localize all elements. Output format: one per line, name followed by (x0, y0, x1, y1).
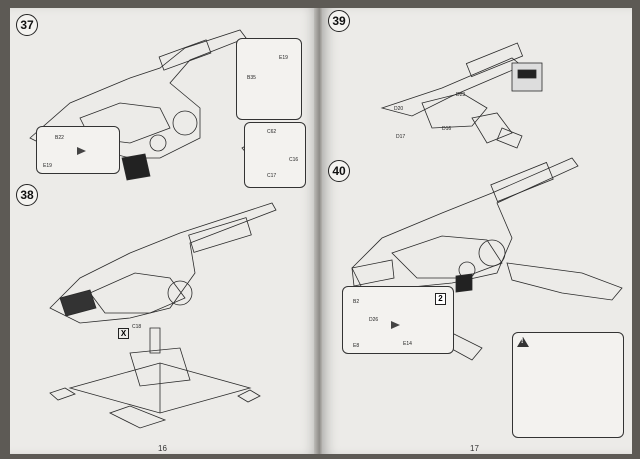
part-label: D26 (369, 317, 379, 323)
part-label: B2 (353, 299, 360, 305)
part-label: C18 (132, 324, 142, 330)
part-label: D16 (442, 126, 452, 132)
warning-icon: ! (517, 337, 529, 347)
arrow-icon (391, 321, 400, 329)
callout-box-lower: B22 E19 (36, 126, 120, 174)
part-label: E14 (403, 341, 412, 347)
assembly-drawing-right (351, 42, 623, 399)
part-label: E8 (353, 343, 360, 349)
remove-mark: X (118, 328, 129, 339)
instruction-page-left: 37 38 E19 B35 B22 E19 C62 C16 C17 X C18 … (10, 8, 318, 454)
instruction-page-right: 39 40 D20 D23 D16 D17 2 B2 D26 E8 E14 ! … (322, 8, 632, 454)
step-37-number: 37 (16, 14, 38, 36)
part-label: B35 (247, 75, 256, 81)
callout-box-upper: E19 B35 (236, 38, 302, 120)
part-label: B22 (55, 135, 64, 141)
part-label: D20 (394, 106, 404, 112)
page-number: 16 (158, 444, 167, 453)
part-label: D17 (396, 134, 406, 140)
step-39-number: 39 (328, 10, 350, 32)
warning-mark: ! (521, 338, 524, 345)
callout-box-subassembly: 2 B2 D26 E8 E14 (342, 286, 454, 354)
part-label: C17 (267, 173, 277, 179)
part-label: C62 (267, 129, 277, 135)
page-number: 17 (470, 444, 479, 453)
callout-box-warning: ! (512, 332, 624, 438)
part-label: D23 (456, 92, 466, 98)
step-38-number: 38 (16, 184, 38, 206)
callout-box-right: C62 C16 C17 (244, 122, 306, 188)
part-label: E19 (43, 163, 52, 169)
part-label: C16 (289, 157, 299, 163)
step-40-number: 40 (328, 160, 350, 182)
arrow-icon (77, 147, 86, 155)
sub-step-number: 2 (435, 293, 446, 305)
part-label: E19 (279, 55, 288, 61)
